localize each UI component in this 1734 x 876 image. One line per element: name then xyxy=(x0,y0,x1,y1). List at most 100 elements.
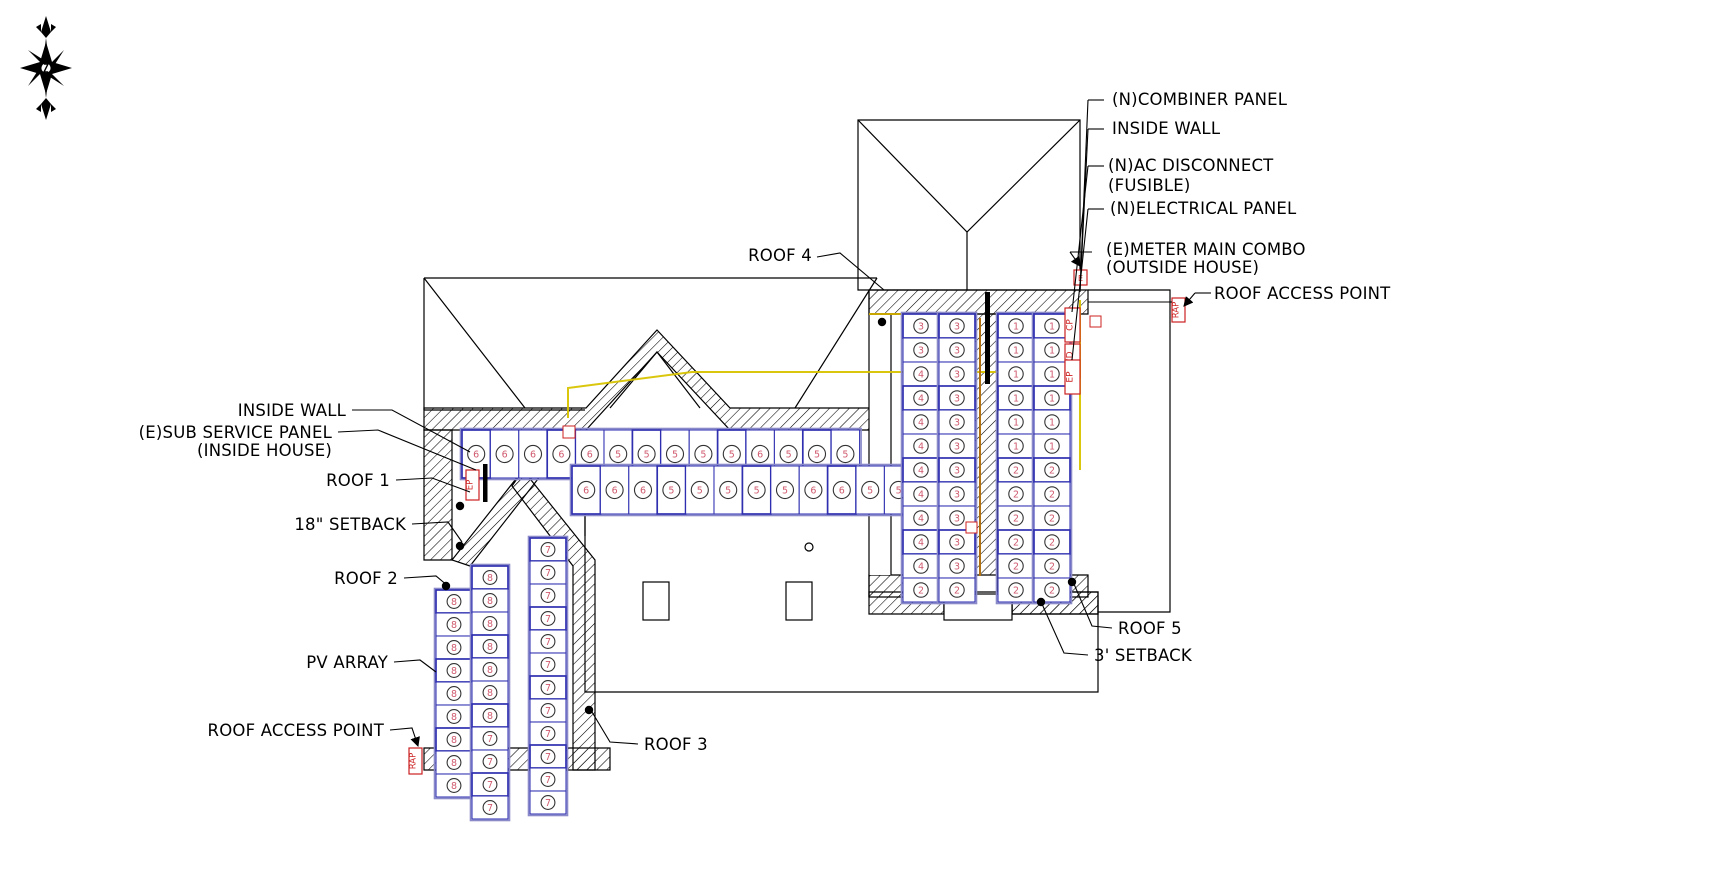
pv-module-group-marker xyxy=(913,510,929,526)
pv-module-group-marker xyxy=(694,444,713,464)
pv-module-group-marker xyxy=(446,640,462,655)
pv-module-group-marker xyxy=(1008,438,1024,454)
pv-module-group-number: 1 xyxy=(1013,321,1019,332)
pv-module-group-marker xyxy=(1044,534,1060,550)
pv-module-group-number: 7 xyxy=(545,614,551,625)
pv-module-group-number: 3 xyxy=(954,465,960,476)
pv-module-group-marker xyxy=(523,444,543,464)
pv-module-group-marker xyxy=(949,414,965,430)
pv-module-group-marker xyxy=(540,703,556,718)
pv-module-group-marker xyxy=(482,754,498,769)
pv-module-group-number: 6 xyxy=(839,485,845,496)
pv-module-group-marker xyxy=(913,582,929,598)
equipment-tag-combiner-panel: CP xyxy=(1064,307,1081,343)
pv-module-group-number: 2 xyxy=(1049,537,1055,548)
pv-module xyxy=(518,429,548,479)
pv-module-group-marker xyxy=(540,726,556,741)
pv-module xyxy=(938,553,976,579)
pv-module-group-marker xyxy=(775,480,795,500)
callout-sub-service-panel-sub: (INSIDE HOUSE) xyxy=(197,441,332,460)
pv-module xyxy=(770,465,800,515)
pv-module-group-marker xyxy=(540,749,556,764)
pv-module-group-marker xyxy=(552,444,571,464)
pv-module-group-number: 1 xyxy=(1013,393,1019,404)
pv-module-group-marker xyxy=(690,480,709,500)
pv-module-group-number: 1 xyxy=(1049,441,1055,452)
pv-module xyxy=(997,409,1035,435)
pv-module-group-number: 5 xyxy=(725,485,731,496)
pv-module-group-number: 2 xyxy=(1013,585,1019,596)
callout-roof-2: ROOF 2 xyxy=(334,569,398,588)
pv-module-group-marker xyxy=(836,444,855,464)
pv-module-group-number: 7 xyxy=(487,803,493,814)
pv-module-group-number: 1 xyxy=(1049,321,1055,332)
pv-module-group-number: 4 xyxy=(918,369,924,380)
pv-module-group-marker xyxy=(949,558,965,574)
callout-ac-disconnect-sub: (FUSIBLE) xyxy=(1108,176,1191,195)
pv-module-group-number: 7 xyxy=(545,798,551,809)
pv-module-group-marker xyxy=(540,772,556,787)
pv-module-group-number: 7 xyxy=(545,545,551,556)
pv-module-group-marker xyxy=(913,390,929,406)
pv-module-group-marker xyxy=(1044,390,1060,406)
pv-module xyxy=(713,465,743,515)
callout-roof-access-point-right: ROOF ACCESS POINT xyxy=(1214,284,1391,303)
equipment-tag-roof4-mid xyxy=(965,521,978,534)
pv-module-group-number: 1 xyxy=(1013,441,1019,452)
pv-module xyxy=(529,790,567,815)
pv-module xyxy=(938,313,976,339)
equipment-tag-sub-service-panel: EP xyxy=(465,469,480,501)
pv-module-group-number: 2 xyxy=(1013,513,1019,524)
pv-module-group-marker xyxy=(446,755,462,770)
pv-module-group-number: 5 xyxy=(896,485,902,496)
pv-module-group-marker xyxy=(751,444,770,464)
pv-module-group-number: 8 xyxy=(487,688,493,699)
pv-module-group-number: 8 xyxy=(487,642,493,653)
pv-module-group-marker xyxy=(913,438,929,454)
pv-module-group-number: 8 xyxy=(451,643,457,654)
pv-module-group-number: 4 xyxy=(918,489,924,500)
callout-meter-main-sub: (OUTSIDE HOUSE) xyxy=(1106,258,1260,277)
callout-roof-3: ROOF 3 xyxy=(644,735,708,754)
pv-module xyxy=(997,361,1035,387)
pv-module-group-number: 8 xyxy=(451,781,457,792)
pv-module-group-marker xyxy=(913,342,929,358)
pv-module-group-marker xyxy=(482,708,498,723)
pv-module xyxy=(938,529,976,555)
pv-module-group-marker xyxy=(804,480,823,500)
pv-module-group-number: 4 xyxy=(918,441,924,452)
pv-module-group-marker xyxy=(949,318,965,334)
pv-module-group-marker xyxy=(540,588,556,603)
pv-module-group-number: 8 xyxy=(487,665,493,676)
pv-module-group-number: 7 xyxy=(545,683,551,694)
pv-module-group-number: 5 xyxy=(672,449,678,460)
callout-sub-service-panel: (E)SUB SERVICE PANEL xyxy=(138,423,332,442)
pv-module-group-marker xyxy=(747,480,766,500)
pv-module-group-marker xyxy=(949,462,965,478)
pv-module-group-marker xyxy=(1008,558,1024,574)
pv-module-group-marker xyxy=(1008,342,1024,358)
pv-module-group-number: 3 xyxy=(954,489,960,500)
pv-module-group-number: 5 xyxy=(644,449,650,460)
pv-module-group-number: 3 xyxy=(918,321,924,332)
callout-inside-wall-left: INSIDE WALL xyxy=(237,401,346,420)
pv-module-group-number: 1 xyxy=(1049,393,1055,404)
pv-module-group-number: 7 xyxy=(545,568,551,579)
pv-module-group-number: 7 xyxy=(487,757,493,768)
pv-module-group-marker xyxy=(913,366,929,382)
pv-module xyxy=(938,361,976,387)
pv-module-group-marker xyxy=(482,639,498,654)
pv-module-group-marker xyxy=(540,680,556,695)
pv-module xyxy=(997,433,1035,459)
pv-module-group-number: 5 xyxy=(867,485,873,496)
pv-module xyxy=(798,465,829,515)
pv-module-group-number: 5 xyxy=(729,449,735,460)
pv-module-group-marker xyxy=(482,685,498,700)
pv-module-group-marker xyxy=(1008,534,1024,550)
pv-module-group-marker xyxy=(1008,318,1024,334)
